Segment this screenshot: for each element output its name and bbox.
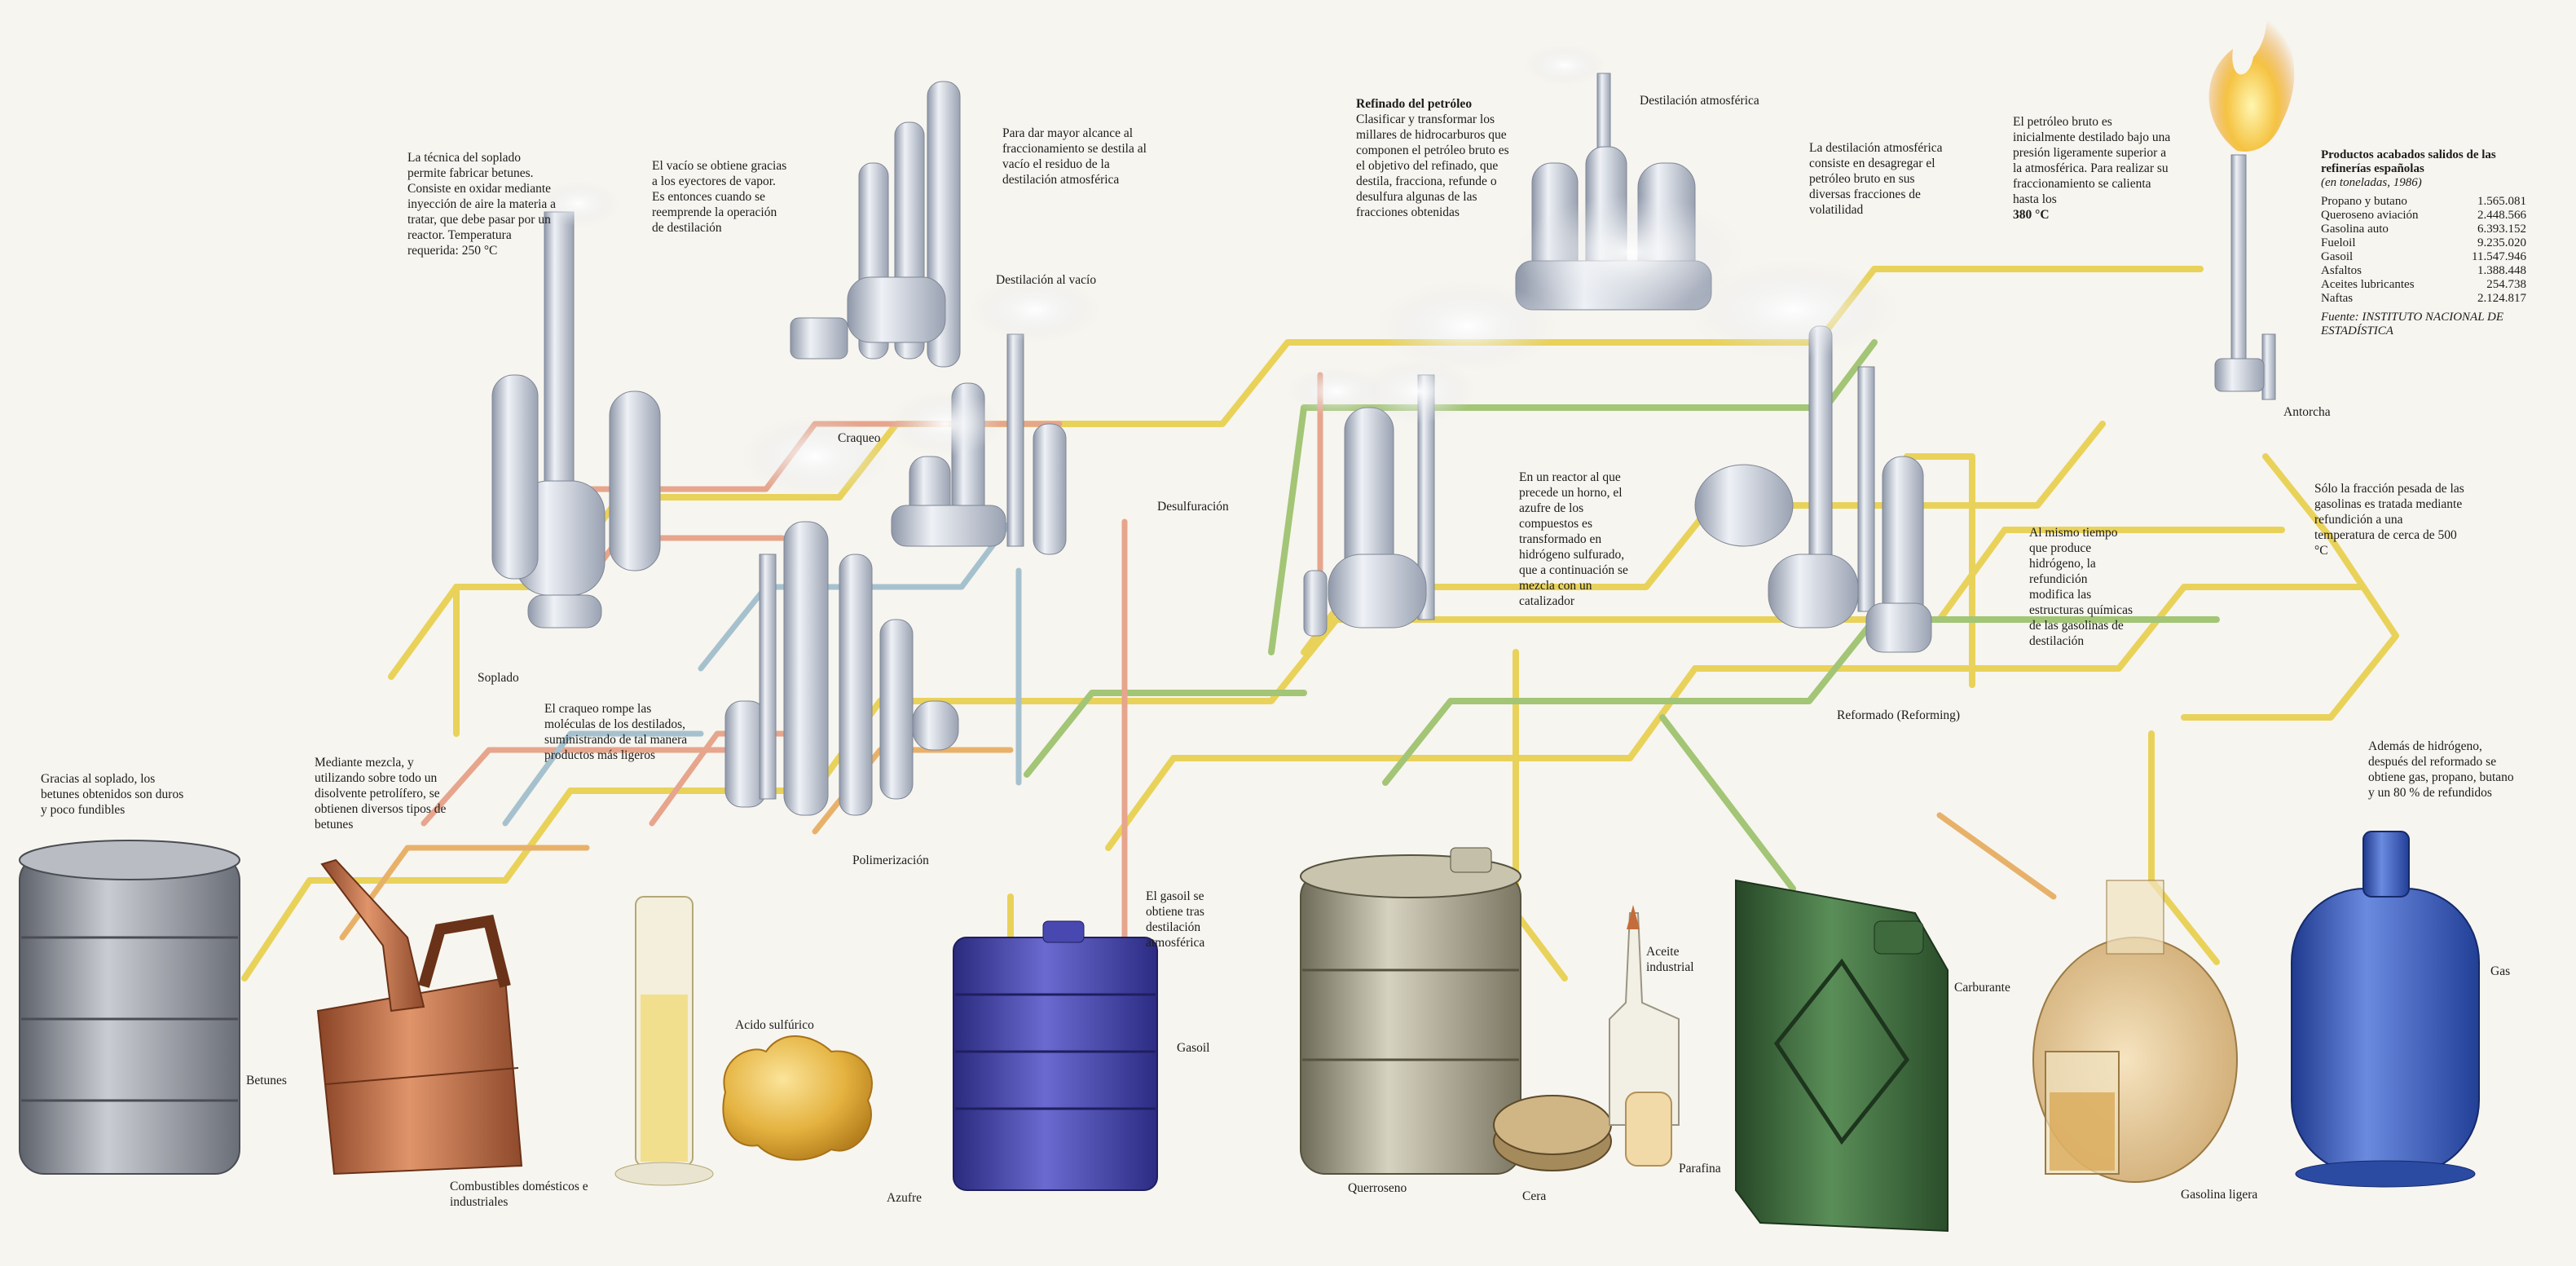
note-gasoil: El gasoil se obtiene tras destilación at… bbox=[1146, 889, 1205, 950]
combustibles-can bbox=[316, 858, 523, 1176]
desulfuracion-unit bbox=[1303, 374, 1435, 637]
label-betunes: Betunes bbox=[246, 1074, 287, 1087]
note-vacio: El vacío se obtiene gracias a los eyecto… bbox=[652, 159, 787, 235]
note-bruto-text: El petróleo bruto es inicialmente destil… bbox=[2013, 115, 2171, 206]
note-refinado: Refinado del petróleo Clasificar y trans… bbox=[1356, 96, 1511, 220]
stats-row-value: 11.547.946 bbox=[2472, 250, 2526, 263]
acido-cylinder bbox=[614, 896, 714, 1186]
label-craqueo: Craqueo bbox=[838, 431, 881, 445]
aceite-bottle bbox=[1609, 905, 1680, 1126]
note-refinado-body: Clasificar y transformar los millares de… bbox=[1356, 112, 1509, 219]
note-soplado: La técnica del soplado permite fabricar … bbox=[407, 151, 557, 258]
label-acido: Acido sulfúrico bbox=[735, 1018, 814, 1032]
stats-row-value: 6.393.152 bbox=[2477, 223, 2526, 236]
queroseno-drum bbox=[1300, 847, 1521, 1175]
parafina-block bbox=[1625, 1092, 1672, 1167]
label-azufre: Azufre bbox=[887, 1191, 923, 1205]
polimerizacion-unit bbox=[724, 521, 959, 816]
flame-icon bbox=[2208, 0, 2295, 152]
stats-row-name: Aceites lubricantes bbox=[2321, 278, 2415, 291]
note-fraccionamiento: Para dar mayor alcance al fraccionamient… bbox=[1002, 126, 1147, 187]
label-polimerizacion: Polimerización bbox=[852, 854, 929, 867]
carburante-jerrycan bbox=[1735, 879, 1949, 1233]
label-destilacion-vacio: Destilación al vacío bbox=[996, 273, 1097, 287]
label-soplado: Soplado bbox=[478, 671, 519, 685]
note-gracias-soplado: Gracias al soplado, los betunes obtenido… bbox=[41, 772, 184, 817]
stats-row: Naftas 2.124.817 bbox=[2321, 292, 2526, 306]
stats-row: Asfaltos 1.388.448 bbox=[2321, 264, 2526, 278]
note-fraccion-pesada: Sólo la fracción pesada de las gasolinas… bbox=[2314, 482, 2464, 558]
stats-row: Gasolina auto 6.393.152 bbox=[2321, 223, 2526, 236]
gas-bottle bbox=[2291, 831, 2480, 1188]
stats-row-value: 1.565.081 bbox=[2477, 195, 2526, 208]
label-reformado: Reformado (Reforming) bbox=[1837, 708, 1961, 722]
stats-subtitle: (en toneladas, 1986) bbox=[2321, 176, 2422, 189]
stats-row: Queroseno aviación 2.448.566 bbox=[2321, 209, 2526, 223]
stats-row-name: Fueloil bbox=[2321, 236, 2356, 249]
label-parafina: Parafina bbox=[1679, 1162, 1721, 1176]
stats-row: Fueloil 9.235.020 bbox=[2321, 236, 2526, 250]
gasolina-flask bbox=[2032, 880, 2238, 1183]
label-aceite: Aceite industrial bbox=[1646, 945, 1694, 974]
note-destilacion-atmosferica: La destilación atmosférica consiste en d… bbox=[1809, 141, 1943, 217]
label-queroseno: Querroseno bbox=[1348, 1181, 1407, 1195]
stats-row: Propano y butano 1.565.081 bbox=[2321, 195, 2526, 209]
stats-row-name: Gasolina auto bbox=[2321, 223, 2389, 236]
smoke-plume-icon bbox=[538, 45, 1899, 497]
betunes-drum bbox=[19, 840, 240, 1175]
note-reactor: En un reactor al que precede un horno, e… bbox=[1519, 470, 1628, 608]
note-craqueo: El craqueo rompe las moléculas de los de… bbox=[544, 702, 688, 762]
note-hidrogeno: Además de hidrógeno, después del reforma… bbox=[2368, 739, 2514, 800]
destilacion-vacio-unit bbox=[790, 81, 1024, 547]
stats-row-value: 254.738 bbox=[2486, 278, 2526, 291]
stats-row: Gasoil 11.547.946 bbox=[2321, 250, 2526, 264]
label-carburante: Carburante bbox=[1954, 981, 2010, 995]
label-destilacion-atmosferica: Destilación atmosférica bbox=[1640, 94, 1759, 108]
stats-table: Productos acabados salidos de las refine… bbox=[2321, 148, 2526, 338]
stats-row-name: Gasoil bbox=[2321, 250, 2354, 263]
note-refundicion: Al mismo tiempo que produce hidrógeno, l… bbox=[2029, 526, 2133, 648]
note-bruto-temp: 380 °C bbox=[2013, 208, 2050, 222]
note-mezcla: Mediante mezcla, y utilizando sobre todo… bbox=[315, 756, 447, 832]
stats-row: Aceites lubricantes 254.738 bbox=[2321, 278, 2526, 292]
label-cera: Cera bbox=[1522, 1189, 1547, 1203]
stats-row-name: Asfaltos bbox=[2321, 264, 2362, 277]
note-refinado-title: Refinado del petróleo bbox=[1356, 97, 1473, 111]
stats-row-name: Propano y butano bbox=[2321, 195, 2407, 208]
label-gas: Gas bbox=[2490, 964, 2511, 978]
label-gasoil: Gasoil bbox=[1177, 1041, 1210, 1055]
label-desulfuracion: Desulfuración bbox=[1157, 500, 1229, 514]
cera-tin bbox=[1493, 1095, 1612, 1171]
stats-source: Fuente: INSTITUTO NACIONAL DE ESTADÍSTIC… bbox=[2321, 311, 2504, 337]
label-combustibles: Combustibles domésticos e industriales bbox=[450, 1180, 588, 1209]
stats-row-name: Naftas bbox=[2321, 292, 2354, 305]
stats-row-value: 2.124.817 bbox=[2477, 292, 2526, 305]
stats-row-value: 1.388.448 bbox=[2477, 264, 2526, 277]
stats-row-value: 9.235.020 bbox=[2477, 236, 2526, 249]
azufre-rock bbox=[722, 1035, 873, 1161]
stats-title: Productos acabados salidos de las refine… bbox=[2321, 148, 2496, 175]
reformado-unit bbox=[1694, 325, 1932, 653]
note-bruto: El petróleo bruto es inicialmente destil… bbox=[2013, 114, 2173, 223]
gasoil-container bbox=[953, 920, 1158, 1191]
stats-row-value: 2.448.566 bbox=[2477, 209, 2526, 222]
label-gasolina-ligera: Gasolina ligera bbox=[2181, 1188, 2258, 1202]
label-antorcha: Antorcha bbox=[2283, 405, 2331, 419]
stats-row-name: Queroseno aviación bbox=[2321, 209, 2419, 222]
soplado-unit bbox=[491, 211, 661, 629]
antorcha-unit bbox=[2214, 154, 2276, 400]
